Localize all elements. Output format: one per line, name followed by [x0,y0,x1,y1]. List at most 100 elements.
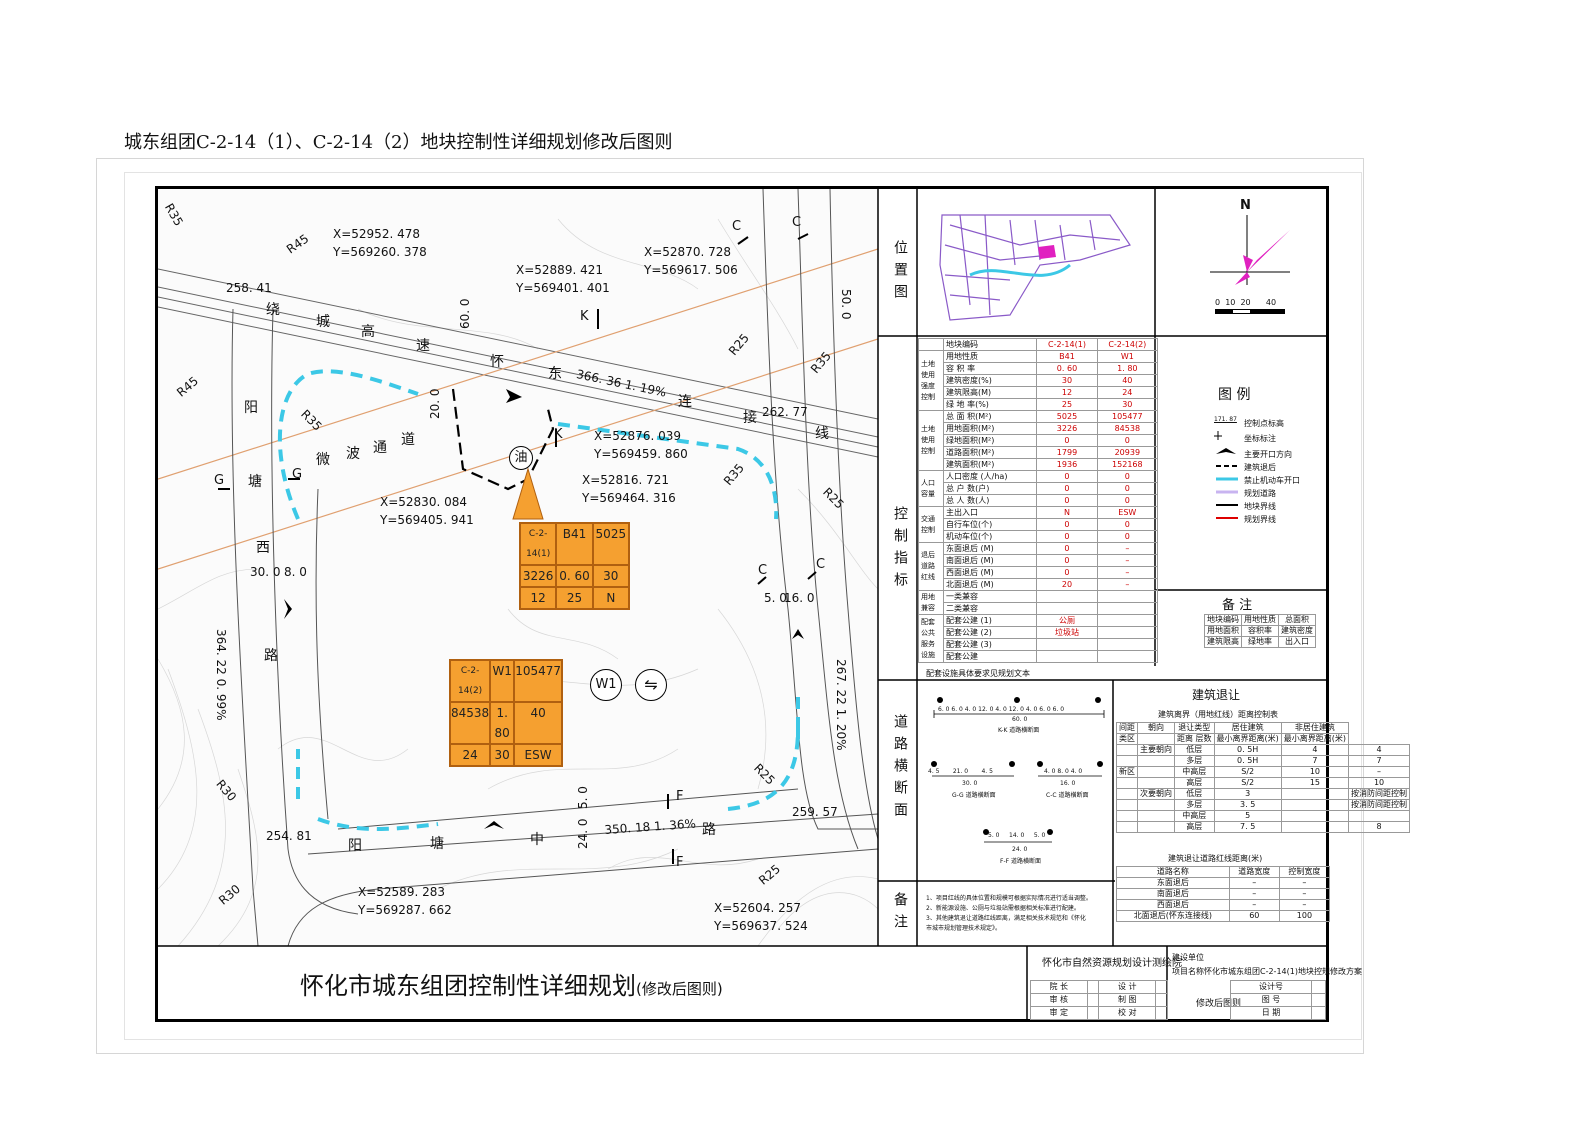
signature-cell [1086,980,1100,994]
indicator-cell: 人口密度 (人/ha) [942,470,1038,483]
indicator-cell: B41 [1036,350,1098,363]
indicator-cell: 0 [1036,482,1098,495]
legend-item-label: 禁止机动车开口 [1244,476,1300,485]
signature-cell: 审 核 [1030,993,1088,1007]
legend-elevation-sample: 171. 87 [1214,416,1237,423]
setback-road-header-row: 道路名称道路宽度控制宽度 [1116,866,1331,878]
section-name: G-G 道路横断面 [952,792,996,799]
setback-cell [1116,799,1138,811]
indicator-cell: 用地性质 [942,350,1038,363]
road-name-char: 连 [678,394,692,410]
setback-cell: 按消防间距控制 [1348,799,1411,811]
signature-row: 审 定校 对 [1030,1006,1169,1020]
setback-cell: 3 [1213,788,1282,800]
remarks-cell: 总面积 [1278,614,1316,626]
highway-lines [158,268,878,458]
indicator-row: 配套公建 [919,650,1159,663]
indicator-cell: 配套公建 [942,650,1038,663]
setback-cell [1280,799,1350,811]
indicator-row: 用地兼容一类兼容 [918,590,1159,615]
section-label: C [758,563,768,578]
water-facility-icon: ⇋ [635,669,667,701]
indicator-cell: – [1096,578,1159,591]
notes-text: 1、项目红线的具体位置和规模可根据实际情况进行适当调整。2、新能源设施、公厕与垃… [926,895,1092,932]
elevation-label: 254. 81 [266,829,312,843]
drawing-info-value [1311,993,1326,1007]
indicator-cell: 24 [1096,386,1159,399]
remarks-row: 地块编码用地性质总面积 [1204,614,1316,626]
legend-item-label: 坐标标注 [1244,434,1276,443]
indicator-cell: 12 [1036,386,1098,399]
setback-road-header-cell: 控制宽度 [1278,866,1331,878]
setback-header-row: 间距朝向退让类型居住建筑非居住建筑 [1116,722,1410,734]
setback-road-cell: – [1278,888,1331,900]
section-dims: 6. 0 6. 0 4. 0 12. 0 4. 0 12. 0 4. 0 6. … [938,706,1065,713]
drawing-info-table: 设计号图 号日 期 [1229,980,1326,1020]
indicator-group-cell [918,338,944,351]
indicator-cell: 0 [1036,542,1098,555]
indicator-cell: 5025 [1036,410,1098,423]
indicator-header-cell: 地块编码 [942,338,1038,351]
setback-cell: 7 [1348,755,1411,767]
sheet-frame [124,172,1362,1040]
setback-cell: 低层 [1174,744,1215,756]
width-label: 16. 0 [784,591,815,605]
setback-header-cell: 非居住建筑 [1280,722,1350,734]
indicator-cell: 0 [1036,494,1098,507]
elevation-label: 259. 57 [792,805,838,819]
section-name: F-F 道路横断面 [1000,858,1041,865]
setback-header-cell: 类区 [1116,733,1138,745]
indicator-row: 南面退后 (M)0– [919,554,1159,567]
setback-header-row: 类区距离 层数最小离界距离(米)最小离界距离(米) [1116,733,1410,745]
setback-header-cell: 最小离界距离(米) [1280,733,1350,745]
setback-cell: 新区 [1116,766,1138,778]
setback-cell: S/2 [1213,766,1282,778]
setback-road-cell: 西面退后 [1116,899,1230,911]
setback-cell: 7 [1280,755,1350,767]
remarks-title: 备 注 [1222,598,1253,613]
setback-cell [1116,744,1138,756]
setback-cell [1137,810,1175,822]
section-label: K [554,427,563,442]
institute-name: 怀化市自然资源规划设计测绘院 [1042,958,1182,969]
road-section-panel-heading: 道路横断面 [892,714,908,824]
road-name-char: 道 [401,432,415,448]
indicator-cell: 0 [1036,530,1098,543]
indicator-cell: 建筑密度(%) [942,374,1038,387]
north-arrow-icon [1210,215,1290,285]
section-total: 60. 0 [1012,716,1028,723]
land-use-code-symbol: W1 [590,669,622,701]
indicator-group-label: 土地使用控制 [918,410,944,471]
indicator-group-label: 配套公共服务设施 [918,614,944,663]
indicator-cell [1096,650,1159,663]
road-name-char: 速 [416,338,430,354]
signature-cell: 设 计 [1098,980,1156,994]
setback-road-row: 西面退后–– [1116,899,1331,911]
signature-cell [1154,980,1169,994]
setback-cell: S/2 [1213,777,1282,789]
indicator-cell: 东面退后 (M) [942,542,1038,555]
indicator-cell: 105477 [1096,410,1159,423]
setback-cell [1137,755,1175,767]
drawing-frame [155,186,1329,1022]
legend-item-label: 规划道路 [1244,489,1276,498]
setback-cell: – [1348,766,1411,778]
indicator-group-label: 交通控制 [918,506,944,543]
setback-cell [1137,821,1175,833]
access-arrows [284,389,804,829]
setback-cell: 高层 [1174,821,1215,833]
setback-title: 建筑退让 [1192,688,1241,702]
indicator-cell: 公厕 [1036,614,1098,627]
indicator-cell: 152168 [1096,458,1159,471]
indicator-row: 配套公建 (3) [919,638,1159,651]
setback-cell [1137,766,1175,778]
